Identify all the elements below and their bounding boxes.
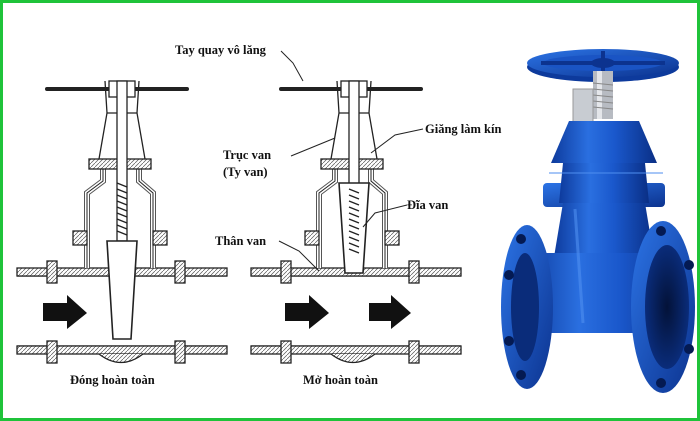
- gate-valve-photo: [501, 49, 695, 393]
- label-seal: Giăng làm kín: [425, 122, 502, 136]
- caption-open: Mở hoàn toàn: [303, 373, 378, 387]
- open-valve-drawing: [250, 80, 462, 364]
- label-stem-line2: (Ty van): [223, 165, 268, 179]
- label-stem-line1: Trục van: [223, 148, 272, 162]
- label-handwheel: Tay quay vô lăng: [175, 43, 266, 57]
- gate-valve-diagram: [16, 49, 695, 393]
- caption-closed: Đóng hoàn toàn: [70, 373, 155, 387]
- label-disc: Đĩa van: [407, 198, 449, 212]
- label-body: Thân van: [215, 234, 267, 248]
- label-leaders: [278, 50, 424, 272]
- closed-valve-drawing: [16, 80, 228, 364]
